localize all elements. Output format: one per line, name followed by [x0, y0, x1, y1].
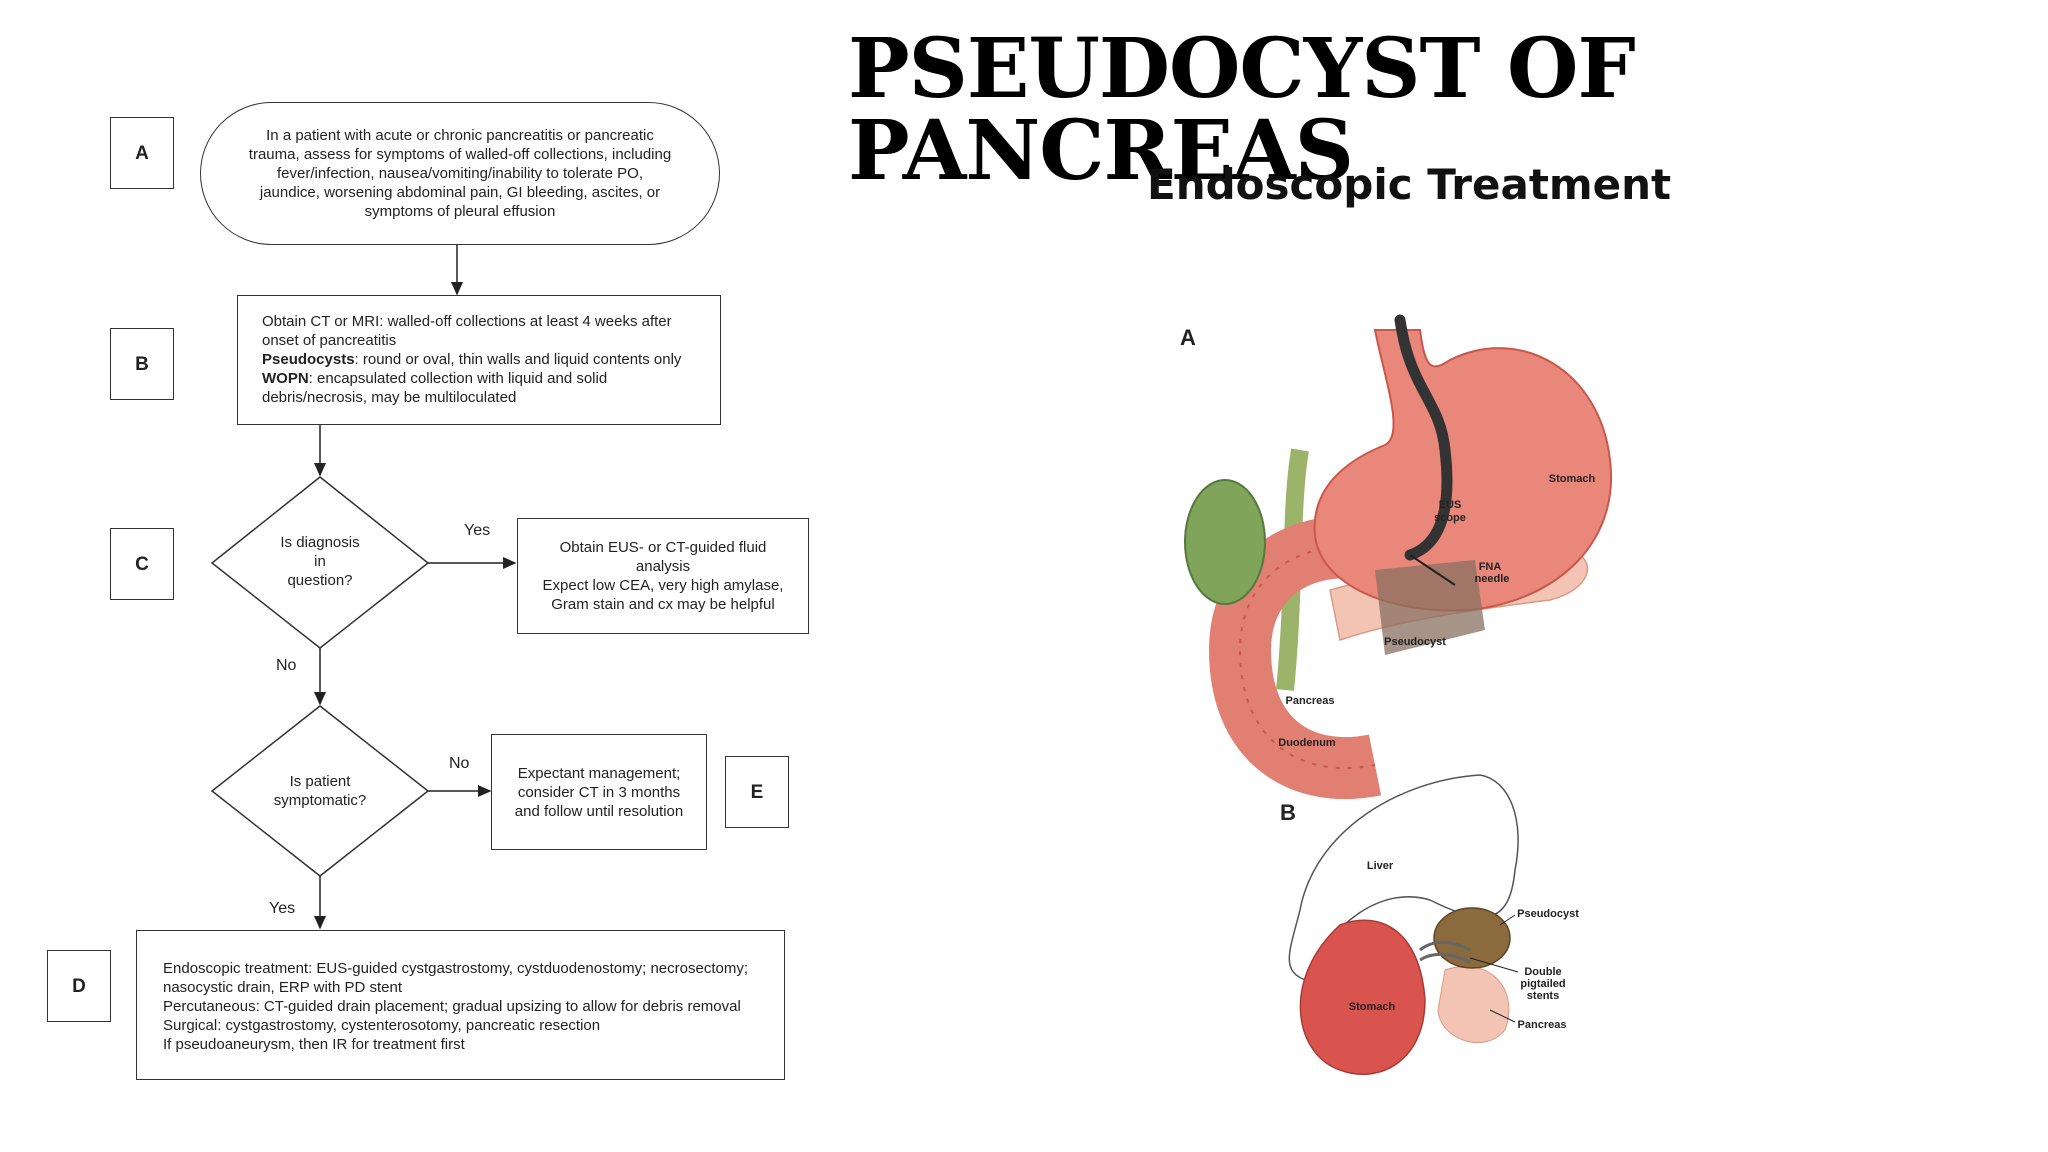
label-stomach-b: Stomach [1349, 1001, 1396, 1013]
step-a-line: jaundice, worsening abdominal pain, GI b… [259, 184, 661, 201]
step-c-fluid-analysis: Obtain EUS- or CT-guided fluid analysis … [517, 518, 809, 634]
subtitle: Endoscopic Treatment [1147, 160, 1672, 209]
step-b-imaging: Obtain CT or MRI: walled-off collections… [237, 295, 721, 425]
anatomy-illustration: A Stomach EUS scope FNA needle Pseudocys… [1170, 310, 1650, 1090]
page-title: PSEUDOCYST OF PANCREAS [848, 21, 1636, 199]
anatomy-drawing: A Stomach EUS scope FNA needle Pseudocys… [1180, 314, 1613, 1075]
step-d-treatment-options: Endoscopic treatment: EUS-guided cystgas… [136, 930, 785, 1080]
label-liver: Liver [1367, 860, 1394, 872]
label-duodenum: Duodenum [1278, 737, 1336, 749]
decision-diagnosis-text: Is diagnosis in question? [280, 534, 360, 589]
step-a-line: In a patient with acute or chronic pancr… [266, 127, 654, 144]
stomach-b [1299, 919, 1426, 1075]
pseudocyst [1375, 560, 1485, 655]
label-needle: needle [1475, 573, 1510, 585]
pancreas-b [1437, 965, 1510, 1044]
step-b-line: Obtain CT or MRI: walled-off collections… [262, 313, 672, 330]
pigtail-stent-1 [1419, 941, 1471, 952]
step-a-line: trauma, assess for symptoms of walled-of… [248, 146, 672, 163]
title-line-2: PANCREAS [848, 103, 1354, 199]
step-a-line: symptoms of pleural effusion [364, 203, 556, 220]
yes-label-symptomatic: Yes [269, 900, 296, 917]
yes-label-c: Yes [464, 522, 491, 539]
label-scope: scope [1434, 512, 1466, 524]
label-c: C [110, 528, 174, 600]
no-label-symptomatic: No [449, 755, 470, 772]
label-b: B [110, 328, 174, 400]
label-pancreas-b: Pancreas [1518, 1019, 1567, 1031]
pseudocyst-b [1433, 907, 1511, 969]
label-eus: EUS [1439, 499, 1462, 511]
step-e-expectant-management: Expectant management; consider CT in 3 m… [491, 734, 707, 850]
step-b-pseudocysts: Pseudocysts: round or oval, thin walls a… [262, 351, 682, 368]
title-line-1: PSEUDOCYST OF [848, 21, 1636, 117]
stomach-icon [1313, 329, 1613, 612]
fna-needle [1409, 554, 1456, 586]
no-label-c: No [276, 657, 297, 674]
label-pigtailed: pigtailed [1520, 978, 1565, 990]
step-b-line: debris/necrosis, may be multiloculated [262, 389, 517, 406]
flowchart: A In a patient with acute or chronic pan… [0, 0, 860, 1152]
eus-scope-icon [1394, 314, 1453, 561]
step-b-wopn: WOPN: encapsulated collection with liqui… [262, 370, 608, 387]
label-stents: stents [1527, 990, 1559, 1002]
label-double: Double [1524, 966, 1561, 978]
label-pancreas-a: Pancreas [1286, 695, 1335, 707]
decision-symptomatic-text: Is patient symptomatic? [273, 773, 367, 809]
step-b-line: onset of pancreatitis [262, 332, 397, 349]
label-pseudocyst-b: Pseudocyst [1517, 908, 1579, 920]
label-fna: FNA [1479, 561, 1502, 573]
label-a: A [110, 117, 174, 189]
label-pseudocyst-a: Pseudocyst [1384, 636, 1446, 648]
flowchart-connectors [210, 245, 517, 930]
label-e: E [725, 756, 789, 828]
panel-b-letter: B [1280, 800, 1296, 825]
label-stomach-a: Stomach [1549, 473, 1596, 485]
panel-a-letter: A [1180, 325, 1196, 350]
label-d: D [47, 950, 111, 1022]
step-a-assess-symptoms: In a patient with acute or chronic pancr… [200, 102, 720, 245]
gallbladder-icon [1184, 479, 1266, 605]
pigtail-stent-2 [1419, 952, 1471, 964]
step-a-line: fever/infection, nausea/vomiting/inabili… [276, 165, 644, 182]
